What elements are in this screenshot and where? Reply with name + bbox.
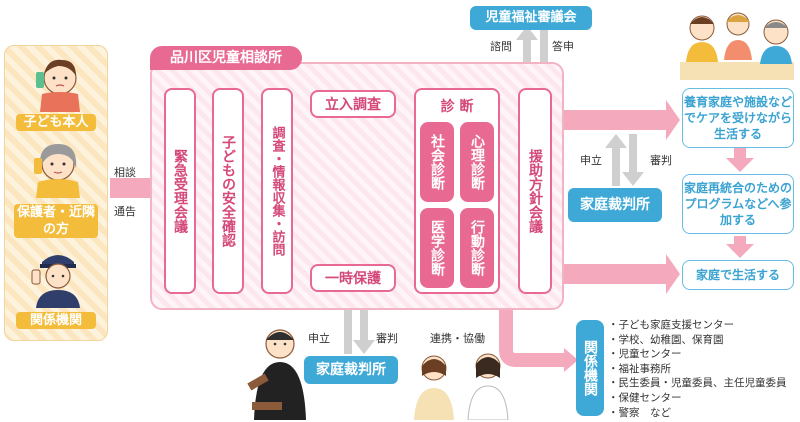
outcome-down-arrow-2 (726, 236, 754, 258)
welfare-council: 児童福祉審議会 (470, 6, 592, 30)
family-meeting-illustration (680, 12, 794, 80)
related-agencies-list: ・子ども家庭支援センター ・学校、幼稚園、保育園 ・児童センター ・福祉事務所 … (608, 318, 798, 420)
council-report-label: 答申 (552, 40, 574, 53)
related-agencies-title: 関係機関 (576, 320, 604, 416)
outcome-down-arrow-1 (726, 148, 754, 172)
cooperation-label: 連携・協働 (430, 332, 485, 345)
police-illustration (31, 255, 80, 308)
list-item: ・学校、幼稚園、保育園 (608, 333, 724, 346)
step-safety-check: 子どもの安全確認 (212, 88, 244, 294)
court-right-petition-label: 申立 (580, 154, 602, 167)
court-right-down-arrow (622, 134, 644, 186)
diagnosis-psychological: 心理診断 (460, 122, 494, 202)
guardian-label: 保護者・近隣の方 (14, 204, 98, 238)
guardian-illustration (34, 144, 80, 198)
child-illustration (36, 59, 80, 112)
list-item: ・警察 など (608, 406, 671, 419)
diagnosis-title: 診 断 (440, 99, 474, 115)
support-policy-meeting: 援助方針会議 (518, 88, 552, 294)
family-court-bottom: 家庭裁判所 (304, 356, 398, 384)
council-inquiry-label: 諮問 (490, 40, 512, 53)
on-site-investigation: 立入調査 (310, 90, 396, 118)
court-bottom-judgment-label: 審判 (376, 332, 398, 345)
diagnosis-behavioral: 行動診断 (460, 208, 494, 288)
outcome-foster-care: 養育家庭や施設などでケアを受けながら生活する (682, 88, 794, 148)
list-item: ・子ども家庭支援センター (608, 319, 734, 331)
judge-illustration (247, 329, 306, 420)
list-item: ・福祉事務所 (608, 362, 671, 375)
court-bottom-up-arrow (337, 294, 359, 354)
council-up-arrow (516, 26, 538, 92)
agency-label: 関係機関 (16, 312, 96, 329)
office-title: 品川区児童相談所 (150, 46, 302, 70)
court-right-up-arrow (605, 134, 627, 186)
diagnosis-medical: 医学診断 (420, 208, 454, 288)
diagnosis-social: 社会診断 (420, 122, 454, 202)
temporary-protection: 一時保護 (310, 264, 396, 292)
plan-to-care-arrow (550, 100, 680, 140)
court-bottom-petition-label: 申立 (308, 332, 330, 345)
court-right-judgment-label: 審判 (650, 154, 672, 167)
family-court-right: 家庭裁判所 (568, 188, 662, 222)
court-bottom-down-arrow (353, 296, 375, 354)
notify-label: 通告 (114, 205, 136, 218)
council-down-arrow (533, 28, 555, 92)
child-label: 子ども本人 (16, 114, 96, 131)
list-item: ・保健センター (608, 391, 682, 404)
list-item: ・児童センター (608, 348, 682, 361)
outcome-home: 家庭で生活する (682, 260, 794, 290)
staff-illustration (414, 353, 509, 420)
list-item: ・民生委員・児童委員、主任児童委員 (608, 377, 787, 390)
step-investigation: 調査・情報収集・訪問 (261, 88, 293, 294)
office-to-relations-arrow (499, 310, 566, 367)
step-emergency-meeting: 緊急受理会議 (164, 88, 196, 294)
outcome-reunification: 家庭再統合のためのプログラムなどへ参加する (682, 174, 794, 234)
plan-to-home-arrow (550, 254, 680, 294)
consult-label: 相談 (114, 166, 136, 179)
